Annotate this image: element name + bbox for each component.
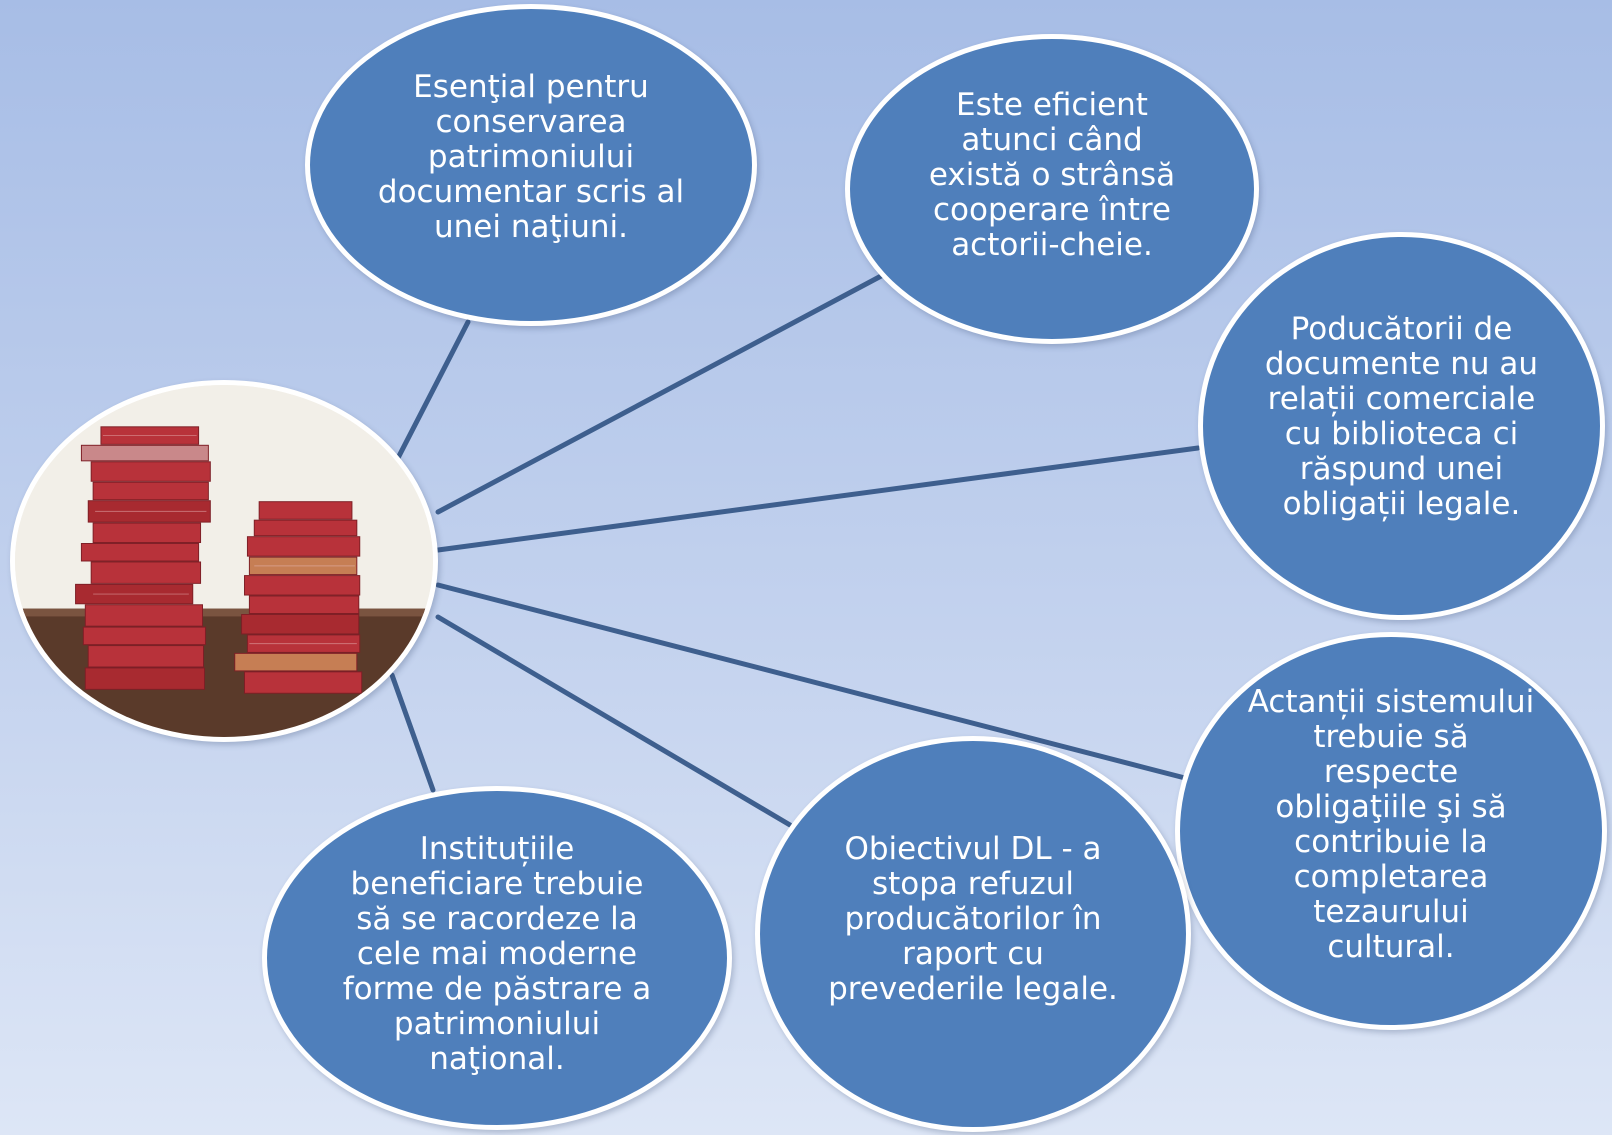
node-eficient-cooperare: Este eficient atunci când există o strân… <box>845 34 1259 344</box>
node-text: Poducătorii de documente nu au relații c… <box>1264 311 1539 522</box>
node-text: Esenţial pentru conservarea patrimoniulu… <box>377 68 685 245</box>
node-text: Obiectivul DL - a stopa refuzul producăt… <box>828 830 1118 1007</box>
node-text: Instituțiile beneficiare trebuie să se r… <box>342 830 652 1077</box>
node-producatori-obligatii: Poducătorii de documente nu au relații c… <box>1198 232 1605 620</box>
connector-n6 <box>389 672 436 793</box>
connector-n3 <box>435 445 1201 553</box>
node-esential-conservare: Esenţial pentru conservarea patrimoniulu… <box>305 4 757 326</box>
connector-n5 <box>435 614 793 828</box>
node-text: Actanții sistemului trebuie să respecte … <box>1247 684 1535 965</box>
connector-n4 <box>435 582 1188 781</box>
hub-image-books <box>10 380 438 742</box>
node-actanti-sistem: Actanții sistemului trebuie să respecte … <box>1175 632 1607 1030</box>
connector-n1 <box>395 319 471 461</box>
connector-n2 <box>435 272 886 515</box>
node-obiectivul-dl: Obiectivul DL - a stopa refuzul producăt… <box>755 736 1191 1132</box>
node-institutii-beneficiare: Instituțiile beneficiare trebuie să se r… <box>262 786 732 1130</box>
node-text: Este eficient atunci când există o strân… <box>928 86 1176 263</box>
